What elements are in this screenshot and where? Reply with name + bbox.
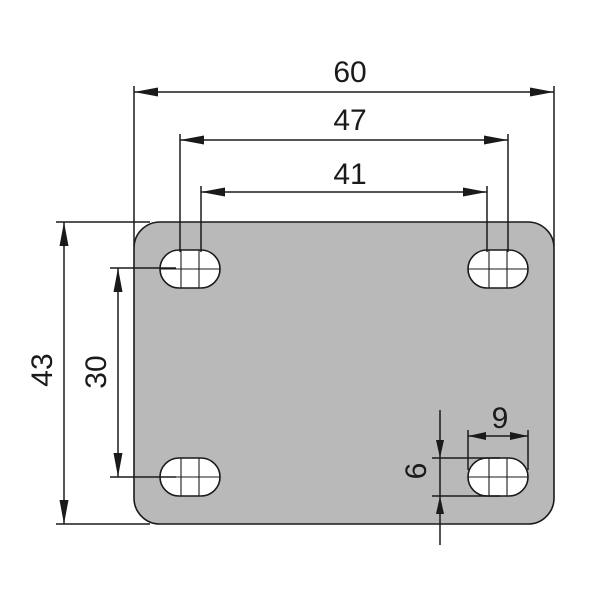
dimension-hole-pitch-vertical-label: 30 xyxy=(80,355,113,388)
dimension-slot-length: 9 xyxy=(467,402,529,470)
dimension-slot-length-label: 9 xyxy=(492,402,509,435)
dimension-slot-width: 6 xyxy=(400,410,500,545)
mounting-plate xyxy=(133,221,555,525)
dimension-hole-pitch-vertical: 30 xyxy=(80,267,176,478)
dimension-overall-width: 60 xyxy=(133,56,555,246)
dimension-overall-height-label: 43 xyxy=(26,353,59,386)
dimension-outer-hole-span: 47 xyxy=(179,104,509,252)
dimension-inner-hole-span: 41 xyxy=(200,158,488,252)
dimension-overall-height: 43 xyxy=(26,221,150,525)
dimension-overall-width-label: 60 xyxy=(333,56,366,89)
dimension-inner-hole-span-label: 41 xyxy=(333,158,366,191)
slot-hole-top-left xyxy=(159,249,221,289)
dimension-outer-hole-span-label: 47 xyxy=(333,104,366,137)
slot-hole-top-right xyxy=(467,249,529,289)
slot-hole-bottom-right xyxy=(467,457,529,497)
dimension-slot-width-label: 6 xyxy=(400,463,433,480)
